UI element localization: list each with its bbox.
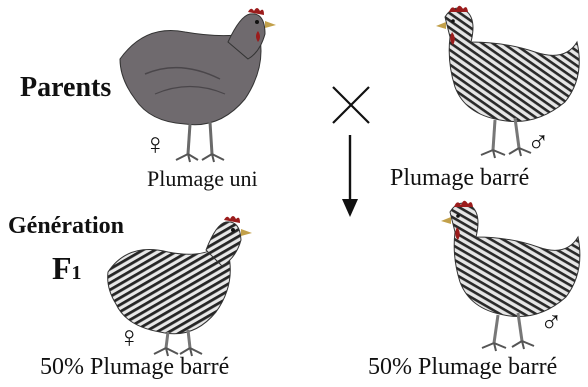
- male-symbol: ♂: [527, 128, 550, 158]
- arrow-down-icon: [340, 135, 360, 220]
- parent-female-caption: Plumage uni: [147, 168, 258, 190]
- cross-icon: [330, 84, 372, 126]
- female-symbol: ♀: [144, 130, 167, 160]
- f1-letter: F: [52, 250, 72, 286]
- parents-label: Parents: [20, 74, 111, 102]
- f1-subscript: 1: [72, 262, 82, 284]
- f1-label: F1: [52, 252, 82, 284]
- parent-rooster-barred: [415, 2, 585, 167]
- offspring-female-caption: 50% Plumage barré: [40, 355, 229, 379]
- offspring-male-caption: 50% Plumage barré: [368, 355, 557, 379]
- offspring-female-symbol: ♀: [118, 323, 141, 353]
- offspring-male-symbol: ♂: [540, 308, 563, 338]
- parent-male-caption: Plumage barré: [390, 166, 529, 190]
- parent-hen-plain: [110, 4, 280, 169]
